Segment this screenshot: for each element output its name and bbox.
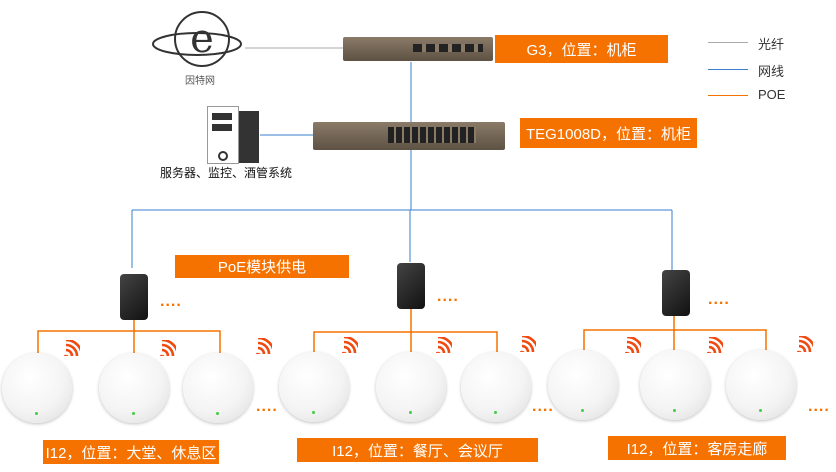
poe-injector (662, 270, 690, 316)
switch-ports (388, 127, 476, 143)
legend-poe: POE (758, 87, 786, 102)
wifi-icon (520, 336, 536, 352)
poe-injector (120, 274, 148, 320)
poe-lines (37, 308, 767, 353)
svg-text:e: e (190, 16, 214, 62)
access-point (461, 352, 531, 422)
legend-fiber: 光纤 (758, 37, 785, 52)
wifi-icon (160, 340, 176, 356)
poe-injector (397, 263, 425, 309)
access-point (726, 350, 796, 420)
access-point (548, 350, 618, 420)
wifi-icon (436, 337, 452, 353)
access-point (640, 350, 710, 420)
internet-icon: e (152, 11, 242, 67)
more-dots: .... (160, 293, 182, 310)
ap-group-tag: I12，位置：餐厅、会议厅 (297, 438, 538, 462)
server-icon (207, 106, 259, 164)
wifi-icon (342, 337, 358, 353)
access-point (279, 352, 349, 422)
internet-label: 因特网 (185, 76, 215, 87)
wifi-icon (707, 337, 723, 353)
wifi-icon (256, 338, 272, 354)
legend-line-cable (708, 69, 748, 70)
router-ports (413, 44, 483, 52)
poe-tag: PoE模块供电 (175, 255, 349, 278)
more-dots: .... (808, 398, 830, 415)
server-label: 服务器、监控、酒管系统 (160, 166, 293, 180)
wifi-icon (625, 337, 641, 353)
access-point (2, 353, 72, 423)
more-dots: .... (708, 291, 730, 308)
legend-line-fiber (708, 42, 748, 43)
wifi-icon (64, 340, 80, 356)
switch-tag: TEG1008D，位置：机柜 (520, 118, 697, 148)
access-point (183, 353, 253, 423)
legend-cable: 网线 (758, 64, 785, 79)
router-device (343, 37, 493, 61)
wifi-icon (797, 336, 813, 352)
access-point (376, 352, 446, 422)
ap-group-tag: I12，位置：大堂、休息区 (43, 440, 219, 464)
more-dots: .... (256, 398, 278, 415)
switch-device (313, 122, 505, 150)
access-point (99, 353, 169, 423)
more-dots: .... (532, 398, 554, 415)
legend-line-poe (708, 95, 748, 96)
more-dots: .... (437, 288, 459, 305)
router-tag: G3，位置：机柜 (495, 35, 668, 63)
ap-group-tag: I12，位置：客房走廊 (608, 436, 786, 460)
